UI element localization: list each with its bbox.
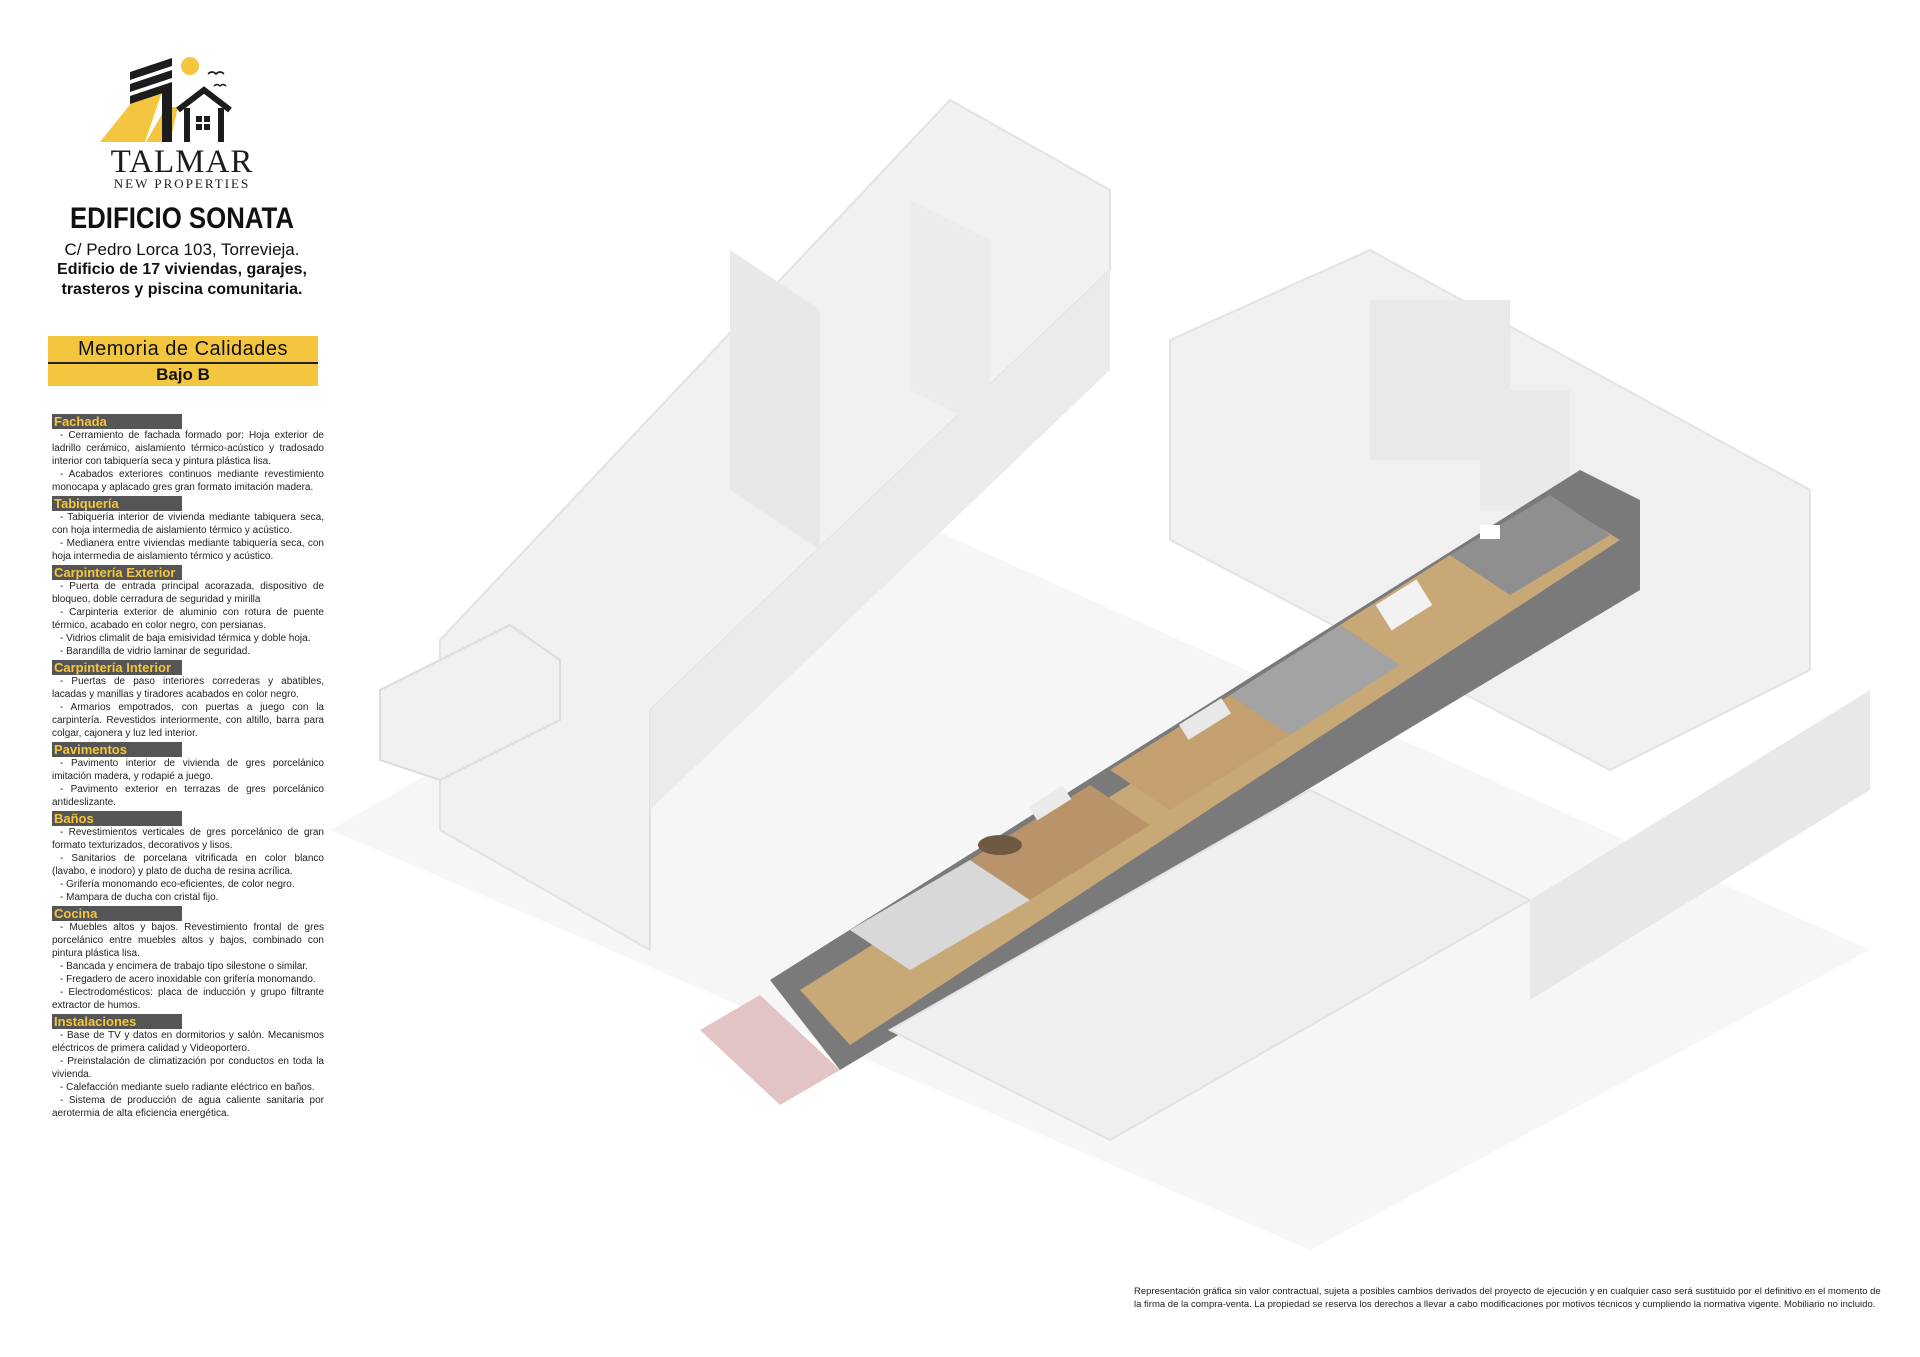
section-item: - Carpinteria exterior de aluminio con r… (52, 607, 324, 631)
section-item: - Mampara de ducha con cristal fijo. (60, 892, 219, 903)
ghost-wall (650, 270, 1110, 810)
disclaimer-text: Representación gráfica sin valor contrac… (1134, 1286, 1881, 1310)
section-title: Fachada (52, 414, 182, 429)
section-title: Baños (52, 811, 182, 826)
house-window (204, 116, 210, 122)
section-carpinteria-exterior: Carpintería Exterior - Puerta de entrada… (52, 565, 324, 658)
section-title: Cocina (52, 906, 182, 921)
section-item: - Bancada y encimera de trabajo tipo sil… (60, 961, 308, 972)
section-item: - Base de TV y datos en dormitorios y sa… (52, 1030, 324, 1054)
project-title: EDIFICIO SONATA (69, 202, 295, 235)
logo-tower (162, 90, 172, 142)
banner-unit: Bajo B (156, 365, 210, 384)
section-item: - Cerramiento de fachada formado por: Ho… (52, 430, 324, 467)
brand-subtitle: NEW PROPERTIES (113, 176, 251, 191)
sun-icon (181, 57, 199, 75)
section-item: - Preinstalación de climatización por co… (52, 1056, 324, 1080)
section-title: Pavimentos (52, 742, 182, 757)
logo-bar (130, 58, 172, 80)
brand-name: TALMAR (110, 144, 254, 180)
section-item: - Electrodomésticos: placa de inducción … (52, 987, 324, 1011)
section-tabiqueria: Tabiquería - Tabiquería interior de vivi… (52, 496, 324, 563)
section-item: - Sanitarios de porcelana vitrificada en… (52, 853, 324, 877)
logo-bar (130, 82, 172, 104)
section-title: Carpintería Exterior (52, 565, 182, 580)
section-item: - Armarios empotrados, con puertas a jue… (52, 702, 324, 739)
ghost-shaft (730, 250, 820, 550)
house-window (196, 116, 202, 122)
section-item: - Pavimento exterior en terrazas de gres… (52, 784, 324, 808)
bird-icon (213, 83, 227, 87)
project-address: C/ Pedro Lorca 103, Torrevieja. (64, 240, 300, 259)
section-item: - Grifería monomando eco-eficientes, de … (60, 879, 295, 890)
specs-list: Fachada - Cerramiento de fachada formado… (52, 414, 324, 1122)
section-fachada: Fachada - Cerramiento de fachada formado… (52, 414, 324, 494)
section-item: - Puerta de entrada principal acorazada,… (52, 581, 324, 605)
section-title: Instalaciones (52, 1014, 182, 1029)
section-carpinteria-interior: Carpintería Interior - Puertas de paso i… (52, 660, 324, 740)
sofa (1028, 785, 1072, 821)
dining-table (1179, 698, 1231, 740)
section-item: - Puertas de paso interiores correderas … (52, 676, 324, 700)
house-window (204, 124, 210, 130)
entrance-paving (700, 995, 840, 1105)
banner-divider (48, 362, 318, 364)
section-item: - Fregadero de acero inoxidable con grif… (60, 974, 316, 985)
section-item: - Muebles altos y bajos. Revestimiento f… (52, 922, 324, 959)
logo-yellow-stripe (100, 92, 162, 142)
terrace-floor (850, 860, 1030, 970)
section-instalaciones: Instalaciones - Base de TV y datos en do… (52, 1014, 324, 1120)
isometric-floor-plan (330, 98, 1870, 1250)
section-pavimentos: Pavimentos - Pavimento interior de vivie… (52, 742, 324, 809)
section-title: Carpintería Interior (52, 660, 182, 675)
quality-banner: Memoria de Calidades Bajo B (48, 336, 318, 386)
section-banos: Baños - Revestimientos verticales de gre… (52, 811, 324, 904)
coffee-table (978, 835, 1022, 855)
section-title: Tabiquería (52, 496, 182, 511)
house-roof (176, 86, 232, 113)
section-item: - Vidrios climalit de baja emisividad té… (60, 633, 311, 644)
bird-icon (207, 71, 225, 76)
bathroom-sink (1480, 525, 1500, 539)
banner-title: Memoria de Calidades (77, 338, 289, 360)
bed (1375, 579, 1433, 631)
bedroom (1340, 555, 1510, 665)
car (379, 623, 561, 782)
kitchen (1230, 625, 1400, 735)
section-item: - Tabiquería interior de vivienda median… (52, 512, 324, 536)
section-cocina: Cocina - Muebles altos y bajos. Revestim… (52, 906, 324, 1012)
logo-bar (130, 70, 172, 92)
house-wall (218, 108, 224, 142)
project-info: C/ Pedro Lorca 103, Torrevieja. Edificio… (40, 240, 324, 300)
dining-area (1110, 695, 1290, 810)
ghost-shaft (910, 200, 990, 430)
section-item: - Calefacción mediante suelo radiante el… (60, 1082, 315, 1093)
section-item: - Pavimento interior de vivienda de gres… (52, 758, 324, 782)
bathroom (1450, 495, 1610, 595)
project-description-line1: Edificio de 17 viviendas, garajes, (57, 261, 307, 278)
house-window (196, 124, 202, 130)
section-item: - Revestimientos verticales de gres porc… (52, 827, 324, 851)
ghost-wall (1530, 690, 1870, 1000)
section-item: - Acabados exteriores continuos mediante… (52, 469, 324, 493)
living-room (970, 785, 1150, 900)
section-item: - Medianera entre viviendas mediante tab… (52, 538, 324, 562)
project-description-line2: trasteros y piscina comunitaria. (61, 281, 303, 298)
talmar-logo (100, 57, 232, 142)
house-wall (184, 108, 190, 142)
section-item: - Barandilla de vidrio laminar de seguri… (60, 646, 251, 657)
section-item: - Sistema de producción de agua caliente… (52, 1095, 324, 1119)
